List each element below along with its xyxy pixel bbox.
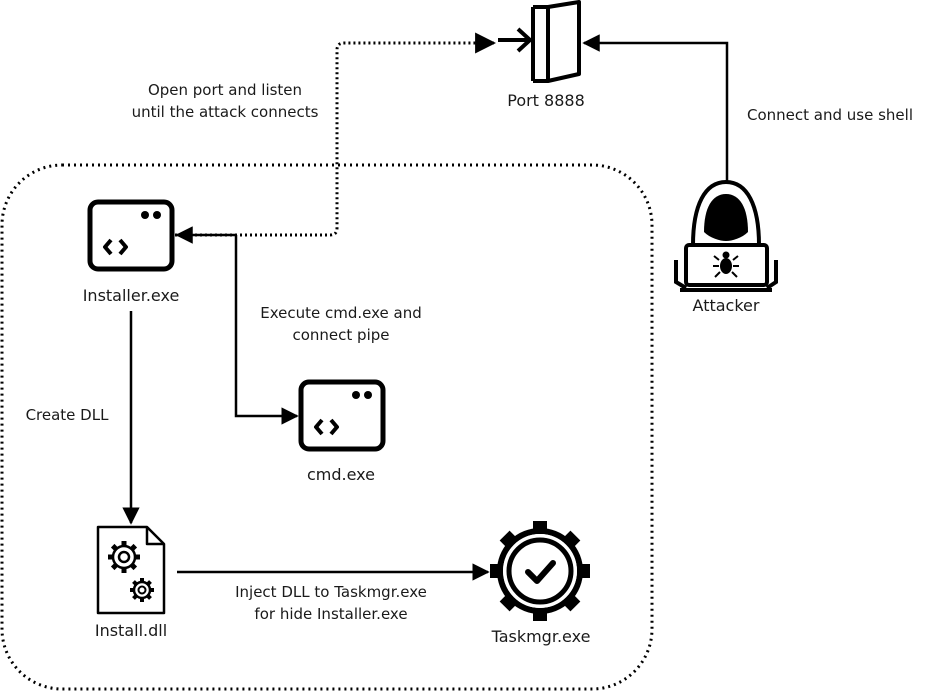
dll-label: Install.dll	[94, 621, 168, 640]
edge-listen	[175, 32, 497, 237]
taskmgr-label: Taskmgr.exe	[491, 627, 591, 646]
gear-document-icon	[96, 525, 166, 615]
installer-label: Installer.exe	[82, 286, 180, 305]
edge-label-listen: Open port and listen until the attack co…	[131, 81, 319, 121]
edge-connect	[582, 34, 729, 181]
boundary-box	[0, 163, 654, 691]
edge-execute	[234, 235, 299, 425]
attacker-label: Attacker	[692, 296, 760, 315]
hacker-icon	[674, 179, 778, 292]
gear-check-icon	[490, 521, 590, 621]
terminal-window-icon	[87, 199, 175, 272]
edge-label-connect: Connect and use shell	[747, 106, 913, 124]
terminal-window-icon	[298, 379, 386, 452]
edge-label-inject: Inject DLL to Taskmgr.exe for hide Insta…	[235, 583, 427, 623]
door-icon	[498, 0, 581, 83]
cmd-label: cmd.exe	[306, 465, 375, 484]
edge-label-execute: Execute cmd.exe and connect pipe	[260, 304, 422, 344]
port-label: Port 8888	[507, 91, 585, 110]
edge-label-create: Create DLL	[25, 406, 109, 424]
